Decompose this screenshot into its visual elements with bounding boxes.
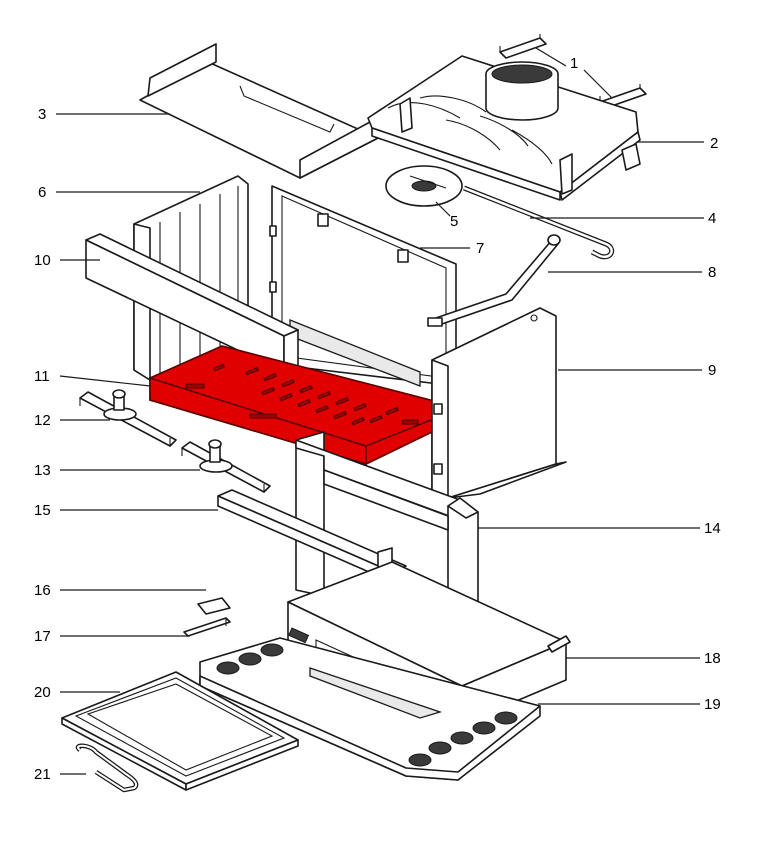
- callout-18: 18: [704, 650, 721, 667]
- part-13-hinge-assembly: [181, 439, 271, 493]
- part-16-plate: [197, 597, 231, 615]
- part-3-top-cover: [139, 43, 379, 179]
- part-20-baking-tray: [61, 671, 299, 791]
- leader-lines: [56, 47, 704, 775]
- callout-2: 2: [710, 135, 718, 152]
- part-8-lever: [427, 234, 561, 327]
- part-12-hinge-assembly: [79, 389, 177, 447]
- callout-10: 10: [34, 252, 51, 269]
- part-19-base-plate: [199, 637, 541, 781]
- callout-6: 6: [38, 184, 46, 201]
- part-9-right-panel: [431, 307, 567, 499]
- grate-slots: [185, 363, 419, 426]
- part-1-brackets: [499, 34, 647, 109]
- part-4-rod: [463, 185, 615, 260]
- callout-labels: 1 2 3 4 5 6 7 8 9 10 11 12 13 14 15 16 1…: [34, 55, 721, 783]
- callout-16: 16: [34, 582, 51, 599]
- part-2-top-unit: [367, 55, 641, 201]
- callout-15: 15: [34, 502, 51, 519]
- callout-12: 12: [34, 412, 51, 429]
- callout-3: 3: [38, 106, 46, 123]
- callout-13: 13: [34, 462, 51, 479]
- callout-19: 19: [704, 696, 721, 713]
- part-21-handle: [75, 743, 139, 793]
- callout-4: 4: [708, 210, 716, 227]
- callout-7: 7: [476, 240, 484, 257]
- callout-17: 17: [34, 628, 51, 645]
- callout-1: 1: [570, 55, 578, 72]
- callout-21: 21: [34, 766, 51, 783]
- callout-14: 14: [704, 520, 721, 537]
- part-5-disc: [385, 165, 463, 207]
- part-17-clip: [183, 617, 231, 637]
- part-15-rail: [217, 489, 407, 583]
- callout-11: 11: [34, 368, 50, 385]
- callout-5: 5: [450, 213, 458, 230]
- part-7-back-panel: [269, 185, 457, 387]
- callout-9: 9: [708, 362, 716, 379]
- callout-8: 8: [708, 264, 716, 281]
- callout-20: 20: [34, 684, 51, 701]
